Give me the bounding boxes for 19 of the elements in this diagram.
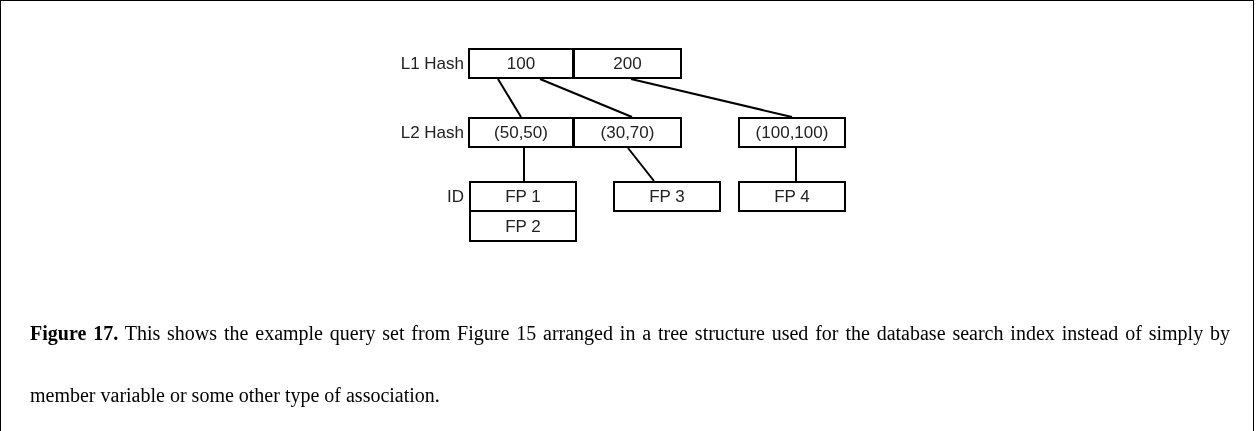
index-box: 100 (468, 48, 574, 79)
index-box: FP 2 (469, 210, 577, 242)
tree-link (539, 78, 633, 118)
index-box: (30,70) (573, 117, 682, 148)
tree-link (795, 147, 797, 182)
index-box: FP 1 (469, 181, 577, 212)
tree-link (627, 147, 655, 182)
tree-link (523, 147, 525, 182)
index-box: 200 (573, 48, 682, 79)
index-box: FP 3 (613, 181, 721, 212)
index-box: (100,100) (738, 117, 846, 148)
row-label: L1 Hash (400, 55, 464, 72)
row-label: ID (447, 188, 464, 205)
tree-link (497, 78, 522, 118)
figure-caption: Figure 17. This shows the example query set from Figure 15 arranged in a tree structure used for the database search index instead of simply by member variable or some other type of association. (30, 321, 1230, 409)
row-label: L2 Hash (400, 124, 464, 141)
index-box: FP 4 (738, 181, 846, 212)
index-box: (50,50) (468, 117, 574, 148)
tree-link (630, 78, 793, 118)
